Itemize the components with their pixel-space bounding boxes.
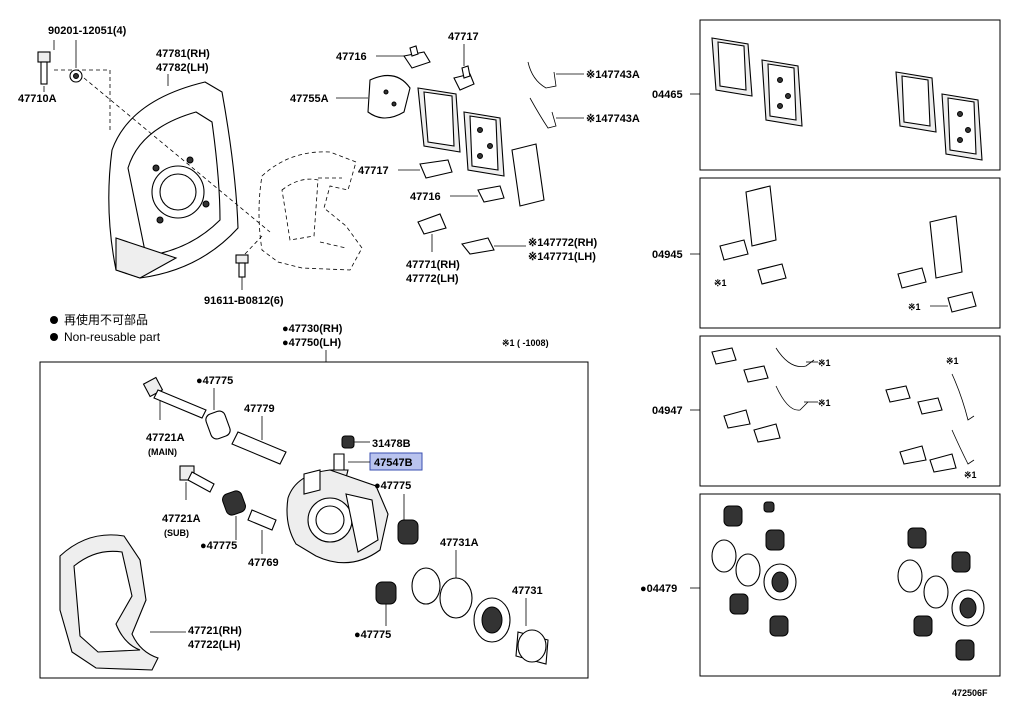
label-47775-lower: ●47775 [354, 629, 391, 641]
shim-47716-top [403, 45, 431, 69]
tag-sub: (SUB) [164, 528, 189, 538]
kit-box-04947 [699, 335, 1001, 487]
piston-47731 [473, 597, 549, 665]
mark-5: ※1 [946, 356, 959, 366]
mark-6: ※1 [964, 470, 977, 480]
mark-1: ※1 [714, 278, 727, 288]
pad-set-b [895, 71, 983, 161]
cap-31478B [341, 435, 355, 449]
legend-line-2: Non-reusable part [64, 330, 161, 344]
clip-47717-top [453, 65, 475, 91]
shim-47755A [367, 74, 411, 119]
label-47731A: 47731A [440, 537, 479, 549]
label-47772s: ※147772(RH) [528, 237, 597, 249]
boot-47775-upper [205, 410, 231, 440]
label-47755A: 47755A [290, 93, 329, 105]
label-47779: 47779 [244, 403, 275, 415]
label-47769: 47769 [248, 557, 279, 569]
spring-47743A-top [527, 61, 557, 89]
clip-set-b [885, 373, 975, 473]
label-47743A-top: ※147743A [586, 69, 640, 81]
bolt-47710A [37, 51, 83, 85]
label-47730: ●47730(RH) [282, 323, 343, 335]
label-04945: 04945 [652, 249, 683, 261]
seal-47731A [411, 567, 473, 619]
bolt-47721A-sub [179, 465, 215, 493]
label-47717-top: 47717 [448, 31, 479, 43]
caliper-assembly-box [39, 361, 589, 679]
label-91611: 91611-B0812(6) [204, 295, 284, 307]
label-47721: 47721(RH) [188, 625, 242, 637]
label-47743A-bottom: ※147743A [586, 113, 640, 125]
brake-pad-inner [417, 87, 461, 153]
clip-47772 [461, 237, 495, 255]
label-47721A-main: 47721A [146, 432, 185, 444]
legend-bullet-2 [50, 333, 58, 341]
legend-line-1: 再使用不可部品 [64, 312, 148, 327]
caliper-mounting-bracket [59, 534, 159, 671]
mark-3: ※1 [818, 358, 831, 368]
label-47716-top: 47716 [336, 51, 367, 63]
clip-set-a [711, 347, 815, 443]
label-47750: ●47750(LH) [282, 337, 342, 349]
label-47710A: 47710A [18, 93, 57, 105]
seal-set-a [711, 501, 797, 637]
label-47731: 47731 [512, 585, 543, 597]
label-47547B: 47547B [374, 457, 413, 469]
label-47771s: ※147771(LH) [528, 251, 596, 263]
bolt-91611 [235, 254, 249, 278]
kit-box-04465 [699, 19, 1001, 171]
label-47722: 47722(LH) [188, 639, 241, 651]
label-04465: 04465 [652, 89, 683, 101]
label-47717-lower: 47717 [358, 165, 389, 177]
spring-47743A-bottom [529, 97, 557, 129]
kit-box-04945 [699, 177, 1001, 329]
label-47775-left: ●47775 [200, 540, 237, 552]
label-04479: ●04479 [640, 583, 677, 595]
boot-47775-mid [397, 519, 419, 545]
pin-47779 [231, 431, 287, 465]
mark-4: ※1 [818, 398, 831, 408]
boot-47775-left [222, 490, 246, 516]
label-47716-lower: 47716 [410, 191, 441, 203]
label-47775-mid: ●47775 [374, 480, 411, 492]
highlight-47547B [369, 452, 423, 471]
clip-47717-lower [419, 159, 453, 179]
brake-pad-outer [463, 111, 505, 177]
caliper-mount-dashed [258, 151, 363, 271]
label-90201: 90201-12051(4) [48, 25, 127, 37]
footer-code: 472506F [952, 688, 988, 698]
mark-2: ※1 [908, 302, 921, 312]
tag-main: (MAIN) [148, 447, 177, 457]
label-47772: 47772(LH) [406, 273, 459, 285]
label-47782: 47782(LH) [156, 62, 209, 74]
caliper-body [286, 469, 389, 564]
shim-set-b [897, 215, 977, 313]
shim-set-a [719, 185, 787, 285]
note-range: ※1 ( -1008) [502, 338, 549, 348]
label-47781: 47781(RH) [156, 48, 210, 60]
label-47775-upper: ●47775 [196, 375, 233, 387]
legend-bullet-1 [50, 316, 58, 324]
label-31478B: 31478B [372, 438, 411, 450]
pad-set-a [711, 37, 803, 127]
label-47721A-sub: 47721A [162, 513, 201, 525]
pin-47769 [247, 509, 277, 531]
shim-plate-outer [511, 143, 545, 207]
bolt-47721A-main [142, 376, 207, 419]
boot-47775-lower [375, 581, 397, 605]
shim-47716-lower [477, 185, 505, 203]
label-47771: 47771(RH) [406, 259, 460, 271]
seal-set-b [897, 527, 985, 661]
label-04947: 04947 [652, 405, 683, 417]
dust-shield [108, 81, 239, 279]
clip-47771 [417, 213, 447, 235]
kit-box-04479 [699, 493, 1001, 677]
